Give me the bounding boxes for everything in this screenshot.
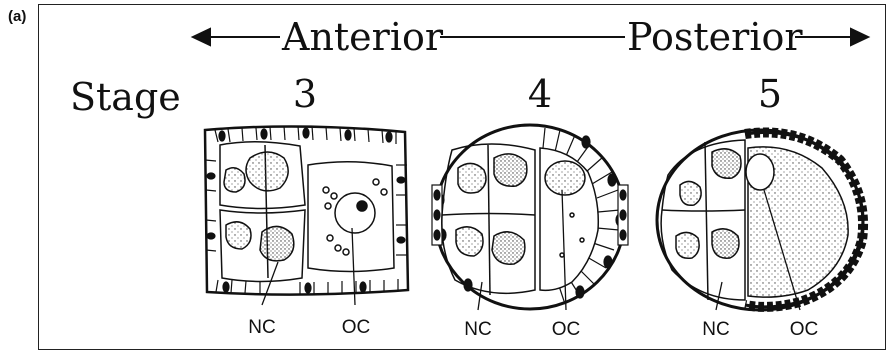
posterior-label: Posterior [627,15,803,59]
stage-5-oc-label: OC [790,319,819,340]
stage-label: Stage [70,75,181,119]
stage-5-number: 5 [758,72,782,116]
right-arrowhead-icon [851,29,868,45]
stage-5-egg-chamber [657,130,863,310]
stage-3-oocyte [308,162,394,272]
stage-3-number: 3 [293,72,317,116]
stage-3-nc-label: NC [248,317,275,338]
stage-4-egg-chamber [432,125,628,309]
anterior-label: Anterior [281,15,444,59]
stage-3-egg-chamber [205,126,408,295]
stage-3-oc-label: OC [342,317,371,338]
stage-4-oc-label: OC [552,319,581,340]
stage-5-nc-label: NC [702,319,729,340]
stage-4-nc-label: NC [464,319,491,340]
stage-4-number: 4 [528,72,552,116]
left-arrowhead-icon [193,29,210,45]
